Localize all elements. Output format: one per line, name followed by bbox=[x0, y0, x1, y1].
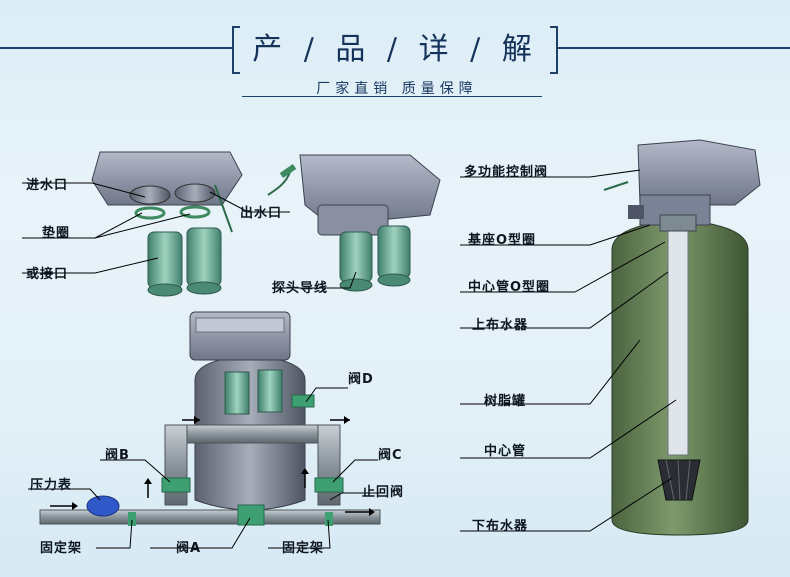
top-middle-valve-detail bbox=[267, 154, 441, 292]
label-resin-tank: 树脂罐 bbox=[484, 394, 527, 409]
page-title: 产 / 品 / 详 / 解 bbox=[252, 32, 538, 67]
label-outlet: 出水口 bbox=[240, 206, 283, 221]
bottom-left-system bbox=[39, 311, 381, 526]
label-probe-wire: 探头导线 bbox=[272, 281, 329, 296]
label-check-valve: 止回阀 bbox=[362, 485, 405, 500]
label-gasket: 垫圈 bbox=[42, 226, 71, 241]
label-valve-b: 阀B bbox=[105, 448, 130, 463]
label-control-valve: 多功能控制阀 bbox=[464, 165, 549, 180]
header-line-right bbox=[558, 47, 790, 49]
header-line-left bbox=[0, 47, 232, 49]
label-valve-d: 阀D bbox=[348, 372, 374, 387]
leader-lines bbox=[22, 169, 677, 549]
top-left-valve-detail bbox=[91, 151, 243, 297]
label-center-tube-oring: 中心管O型圈 bbox=[468, 280, 551, 295]
label-center-tube: 中心管 bbox=[484, 444, 527, 459]
label-valve-a: 阀A bbox=[176, 541, 202, 556]
header-underline bbox=[242, 96, 542, 97]
label-base-oring: 基座O型圈 bbox=[468, 233, 537, 248]
label-pressure-gauge: 压力表 bbox=[30, 478, 73, 493]
label-inlet: 进水口 bbox=[26, 178, 69, 193]
label-bracket-left: 固定架 bbox=[40, 541, 83, 556]
label-lower-distributor: 下布水器 bbox=[472, 519, 529, 534]
label-upper-distributor: 上布水器 bbox=[472, 318, 529, 333]
label-valve-c: 阀C bbox=[378, 448, 403, 463]
page-subtitle: 厂家直销 质量保障 bbox=[316, 81, 478, 97]
label-bracket-right: 固定架 bbox=[282, 541, 325, 556]
title-bracket-left bbox=[232, 26, 240, 74]
label-connector: 或接口 bbox=[26, 267, 69, 282]
right-softener-system bbox=[603, 139, 761, 536]
title-bracket-right bbox=[550, 26, 558, 74]
